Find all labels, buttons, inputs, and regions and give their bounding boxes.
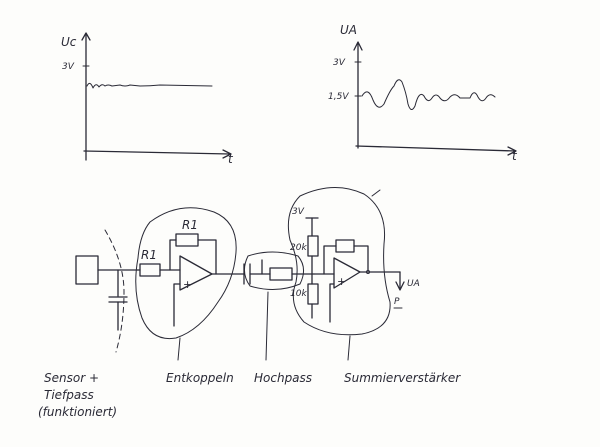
graph-left-x-arrow xyxy=(222,149,232,159)
graph-right-xlabel: t xyxy=(512,149,518,163)
resistor-r1-feedback xyxy=(175,233,199,247)
graph-right-signal xyxy=(361,79,496,110)
highpass-label: Hochpass xyxy=(254,371,312,385)
sensor-box xyxy=(75,255,99,285)
opamp-2-plus: + xyxy=(337,275,346,288)
r1-feedback-label: R1 xyxy=(182,218,198,232)
r1-input-label: R1 xyxy=(141,248,157,262)
output-p-label: P xyxy=(394,297,400,307)
resistor-20k xyxy=(307,235,319,257)
graph-left-xlabel: t xyxy=(228,152,234,166)
graph-right-ytick-top: 3V xyxy=(333,58,346,68)
graph-right: UA 3V 1,5V t xyxy=(328,23,518,163)
highpass-resistor xyxy=(269,267,293,281)
output-arrow xyxy=(395,281,405,291)
graph-right-ytick-mid: 1,5V xyxy=(328,92,349,102)
decoupling-pointer xyxy=(177,337,181,361)
graph-right-x-arrow xyxy=(507,146,517,156)
graph-left-x-axis xyxy=(83,150,231,155)
graph-right-y-arrow xyxy=(353,41,363,51)
graph-left: Uc 3V t xyxy=(61,32,234,166)
r-top-label: 20k xyxy=(290,243,307,253)
feedback-left-wire xyxy=(169,239,177,271)
output-label: UA xyxy=(407,279,420,289)
feedback-right-wire xyxy=(197,239,217,275)
resistor-r1-input xyxy=(139,263,161,277)
graph-left-ylabel: Uc xyxy=(61,35,77,49)
decoupling-label: Entkoppeln xyxy=(166,371,234,385)
sensor-label-3: (funktioniert) xyxy=(38,405,117,419)
summing-pointer xyxy=(347,335,351,361)
highpass-block: Hochpass xyxy=(243,251,315,385)
graph-left-ytick: 3V xyxy=(62,62,75,72)
graph-right-x-axis xyxy=(355,145,516,152)
supply-label: 3V xyxy=(292,207,305,217)
opamp-2 xyxy=(333,257,361,289)
graph-left-y-arrow xyxy=(81,32,91,41)
summing-fb-left xyxy=(323,245,337,275)
r-bottom-label: 10k xyxy=(290,289,307,299)
output-node xyxy=(366,270,370,274)
summing-boundary xyxy=(287,186,391,336)
graph-right-ylabel: UA xyxy=(340,23,357,37)
highpass-pointer xyxy=(265,291,269,361)
sensor-block: Sensor + Tiefpass (funktioniert) xyxy=(38,229,139,419)
sensor-label-1: Sensor + xyxy=(44,371,99,385)
decoupling-boundary xyxy=(135,207,237,340)
opamp-1-plus: + xyxy=(183,278,192,291)
summing-block: 3V 20k 10k + UA P Summierverstärker xyxy=(287,186,461,385)
summing-boundary-tick xyxy=(371,189,381,197)
summing-fb-right xyxy=(353,245,369,271)
opamp-1-plus-ground xyxy=(173,283,181,327)
sensor-boundary-dashed xyxy=(104,229,125,353)
sensor-label-2: Tiefpass xyxy=(44,388,94,402)
highpass-boundary xyxy=(244,251,304,290)
graph-left-signal xyxy=(86,82,213,89)
resistor-10k xyxy=(307,283,319,305)
opamp-2-plus-ground xyxy=(329,283,335,323)
summing-label: Summierverstärker xyxy=(344,371,461,385)
summing-fb-resistor xyxy=(335,239,355,253)
opamp-1 xyxy=(179,255,213,291)
decoupling-block: R1 R1 + Entkoppeln xyxy=(135,207,245,385)
